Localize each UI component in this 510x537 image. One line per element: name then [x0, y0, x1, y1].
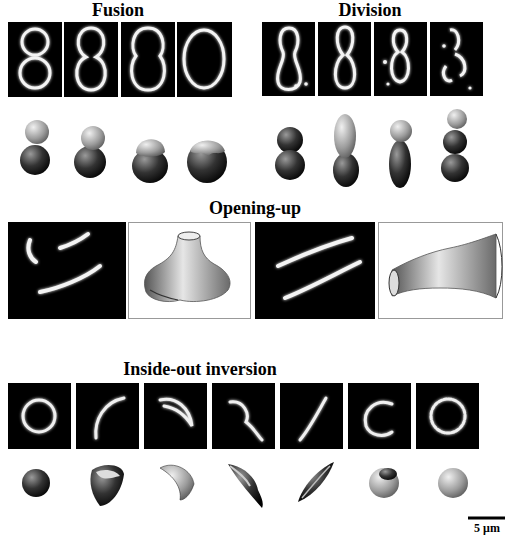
section-title: Fusion: [92, 1, 144, 21]
micrograph-fusion: [8, 22, 232, 97]
section-title: Division: [338, 1, 401, 21]
micrograph-inversion: [8, 383, 479, 449]
section-title: Inside-out inversion: [123, 360, 277, 380]
section-title: Opening-up: [209, 199, 301, 219]
scale-label: 5 μm: [474, 522, 500, 535]
scale-bar: [468, 517, 505, 520]
model-fusion: [20, 120, 227, 183]
micrograph-division: [262, 22, 483, 96]
model-division: [275, 109, 469, 188]
model-inversion: [22, 462, 468, 508]
opening-up-panels: [8, 222, 503, 319]
